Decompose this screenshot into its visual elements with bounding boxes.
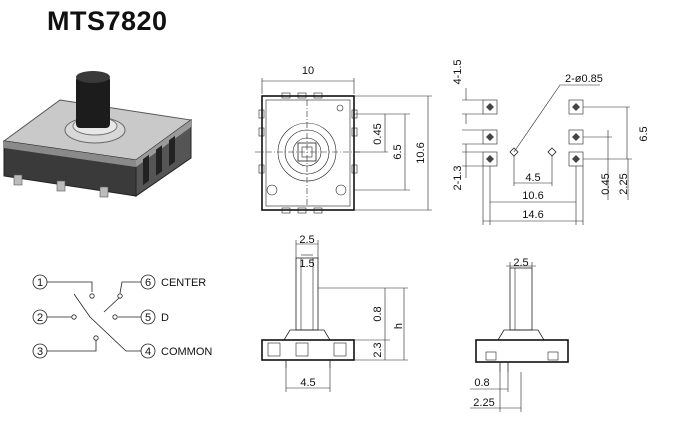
common-label: COMMON — [161, 346, 212, 358]
d-label: D — [161, 312, 169, 324]
pad-inner-width-dim: 10.6 — [522, 190, 543, 202]
hole-dim: 2-ø0.85 — [565, 73, 603, 85]
top-width-dim: 10 — [302, 65, 314, 77]
pad-size-dim: 4-1.5 — [452, 59, 464, 84]
pad-span-dim: 6.5 — [638, 126, 650, 141]
part-title: MTS7820 — [47, 6, 168, 36]
pad-v-b-dim: 2.25 — [618, 173, 630, 194]
front-stem-width-dim: 2.5 — [299, 234, 314, 246]
hole-pitch-dim: 4.5 — [525, 172, 540, 184]
front-small-dim: 0.8 — [372, 306, 384, 321]
product-photo — [2, 71, 193, 198]
side-view-drawing: 2.5 0.8 2.25 — [470, 257, 569, 412]
top-height-dim: 10.6 — [415, 142, 427, 163]
top-dim-a: 0.45 — [372, 123, 384, 144]
pad-v-a-dim: 0.45 — [600, 173, 612, 194]
pin-2-label: 2 — [37, 312, 43, 324]
pin-4-label: 4 — [145, 346, 151, 358]
top-view-drawing: 10 0.45 6.5 10.6 — [255, 65, 432, 214]
front-pin-pitch-dim: 4.5 — [300, 377, 315, 389]
top-dim-b: 6.5 — [392, 144, 404, 159]
front-body-dim: 2.3 — [372, 342, 384, 357]
pad-total-width-dim: 14.6 — [522, 209, 543, 221]
front-stem-inner-dim: 1.5 — [299, 258, 314, 270]
pin-5-label: 5 — [145, 312, 151, 324]
pin-6-label: 6 — [145, 277, 151, 289]
side-offset-dim: 2.25 — [473, 397, 494, 409]
switch-schematic: 1 2 3 4 5 6 CENTER D COMMON — [32, 274, 212, 359]
side-pin-dim: 0.8 — [474, 377, 489, 389]
side-stem-width-dim: 2.5 — [513, 257, 528, 269]
front-height-dim: h — [393, 323, 405, 329]
pcb-footprint-drawing: 2-ø0.85 4-1.5 2-1.3 6.5 0.45 2.25 — [452, 59, 650, 225]
pad-left-dim: 2-1.3 — [452, 165, 464, 190]
front-view-drawing: 2.5 1.5 0.8 2.3 h 4.5 — [261, 234, 408, 392]
pin-3-label: 3 — [37, 346, 43, 358]
pin-1-label: 1 — [37, 277, 43, 289]
center-label: CENTER — [161, 277, 206, 289]
